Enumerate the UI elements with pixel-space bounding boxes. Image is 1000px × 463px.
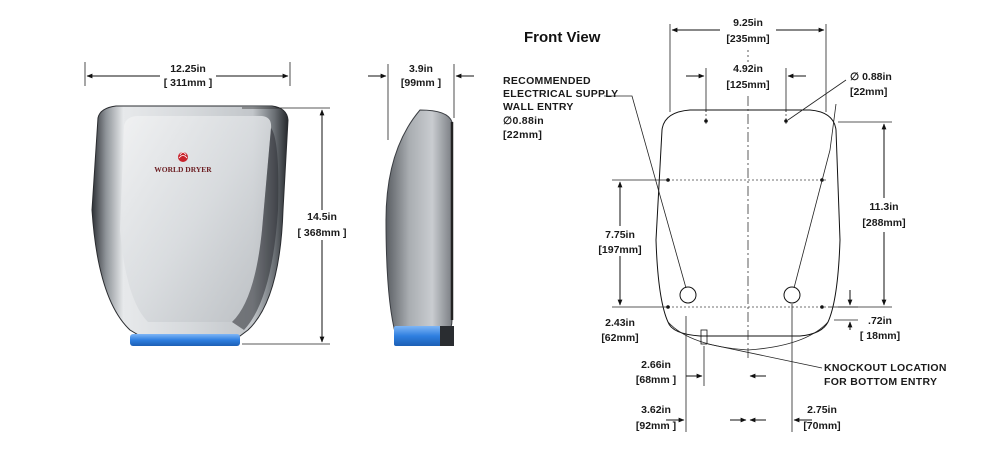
- supply-note-line1: RECOMMENDED: [503, 75, 591, 87]
- side-depth-in: 3.9in: [409, 63, 433, 75]
- knockout-note-line2: FOR BOTTOM ENTRY: [824, 376, 937, 388]
- hole-right-dia: ∅ 0.88in: [850, 71, 892, 83]
- world-dryer-logo-icon: [178, 152, 188, 162]
- brand-label: WORLD DRYER: [154, 165, 212, 174]
- knockout-note-line1: KNOCKOUT LOCATION: [824, 362, 947, 374]
- front-view-drawing: Front View 9.25in [235mm] 4.92in [: [503, 16, 947, 432]
- supply-note-line2: ELECTRICAL SUPPLY: [503, 88, 618, 100]
- base-left-in: 3.62in: [641, 404, 671, 416]
- dryer-front-shadow: [232, 128, 279, 330]
- dryer-side-blue-base: [394, 326, 450, 346]
- dryer-front-blue-base: [130, 334, 240, 346]
- top-width-mm: [235mm]: [726, 33, 769, 45]
- front-photo: WORLD DRYER 12.25in [ 311mm ] 14.5in [ 3…: [84, 62, 354, 346]
- base-left-mm: [92mm ]: [636, 420, 676, 432]
- inner-width-mm: [125mm]: [726, 79, 769, 91]
- side-depth-mm: [99mm ]: [401, 77, 441, 89]
- supply-note-mm: [22mm]: [503, 129, 542, 141]
- supply-note-line3: WALL ENTRY: [503, 101, 574, 113]
- wall-entry-hole-right: [783, 286, 801, 304]
- wall-entry-hole-left: [679, 286, 697, 304]
- dryer-front-face: [120, 116, 272, 322]
- hole-right-mm: [22mm]: [850, 86, 887, 98]
- knockout-mm: [68mm ]: [636, 374, 676, 386]
- front-width-mm: [ 311mm ]: [164, 77, 212, 89]
- top-width-in: 9.25in: [733, 17, 763, 29]
- front-view-title: Front View: [524, 29, 601, 46]
- right-height-mm: [288mm]: [862, 217, 905, 229]
- supply-note-dia: ∅0.88in: [503, 115, 544, 127]
- knockout-in: 2.66in: [641, 359, 671, 371]
- bottom-left-in: 2.43in: [605, 317, 635, 329]
- side-photo: 3.9in [99mm ]: [368, 63, 474, 346]
- inner-width-in: 4.92in: [733, 63, 763, 75]
- base-right-mm: [70mm]: [803, 420, 840, 432]
- left-height-mm: [197mm]: [598, 244, 641, 256]
- right-height-in: 11.3in: [869, 201, 898, 213]
- bottom-left-mm: [62mm]: [601, 332, 638, 344]
- bottom-right-in: .72in: [868, 315, 892, 327]
- dryer-side-body: [385, 109, 453, 337]
- base-right-in: 2.75in: [807, 404, 837, 416]
- bottom-right-mm: [ 18mm]: [860, 330, 900, 342]
- front-height-mm: [ 368mm ]: [297, 227, 346, 239]
- left-height-in: 7.75in: [605, 229, 635, 241]
- front-width-in: 12.25in: [170, 63, 206, 75]
- front-height-in: 14.5in: [307, 211, 337, 223]
